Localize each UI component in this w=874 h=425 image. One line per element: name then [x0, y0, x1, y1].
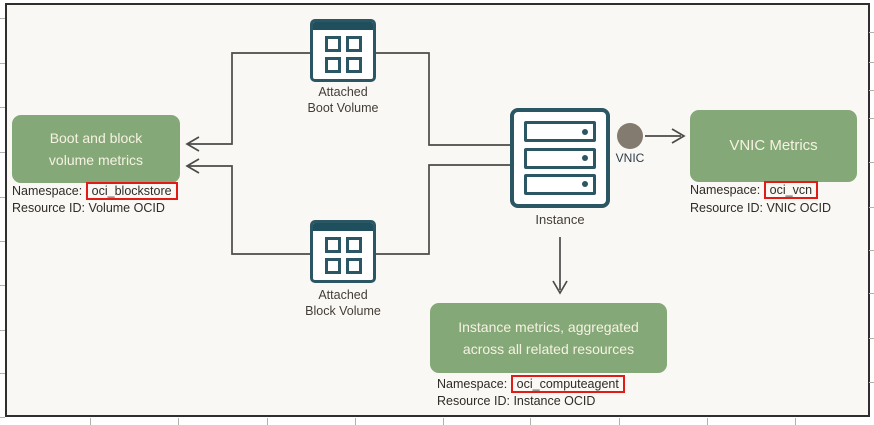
volume-icon-top-bar: [313, 22, 373, 30]
vnic-icon: [617, 123, 643, 149]
slot-dot: [582, 155, 588, 161]
vnic-label: VNIC: [615, 151, 645, 165]
arrowhead-instance-metrics: [552, 280, 568, 295]
instance-slot: [524, 173, 596, 195]
highlight-box-oci-blockstore: oci_blockstore: [85, 182, 178, 200]
instance-namespace-caption: Namespace: oci_computeagent: [437, 375, 625, 393]
vnic-metrics-box: VNIC Metrics: [690, 110, 857, 182]
highlight-box-oci-computeagent: oci_computeagent: [510, 375, 625, 393]
instance-metrics-box: Instance metrics, aggregated across all …: [430, 303, 667, 373]
arrowhead-boot-metrics: [185, 136, 200, 152]
boot-block-metrics-box: Boot and block volume metrics: [12, 115, 180, 183]
vnic-namespace-caption: Namespace: oci_vcn: [690, 181, 819, 199]
highlight-box-oci-vcn: oci_vcn: [763, 181, 819, 199]
boot-block-namespace-caption: Namespace: oci_blockstore: [12, 182, 178, 200]
volume-icon-grid: [313, 36, 373, 73]
attached-boot-volume-icon: [310, 19, 376, 82]
arrowhead-vnic-metrics: [671, 128, 686, 144]
volume-icon-top-bar: [313, 223, 373, 231]
instance-icon: [510, 108, 610, 208]
instance-slot: [524, 121, 596, 143]
arrowhead-block-metrics: [185, 158, 200, 174]
slot-dot: [582, 181, 588, 188]
instance-resource-caption: Resource ID: Instance OCID: [437, 394, 596, 408]
slot-dot: [582, 128, 588, 135]
attached-block-volume-label: Attached Block Volume: [305, 288, 381, 318]
attached-boot-volume-label: Attached Boot Volume: [307, 85, 379, 115]
boot-block-resource-caption: Resource ID: Volume OCID: [12, 201, 165, 215]
instance-slot: [524, 147, 596, 169]
instance-label: Instance: [535, 212, 585, 227]
volume-icon-grid: [313, 237, 373, 274]
vnic-resource-caption: Resource ID: VNIC OCID: [690, 201, 832, 215]
attached-block-volume-icon: [310, 220, 376, 283]
